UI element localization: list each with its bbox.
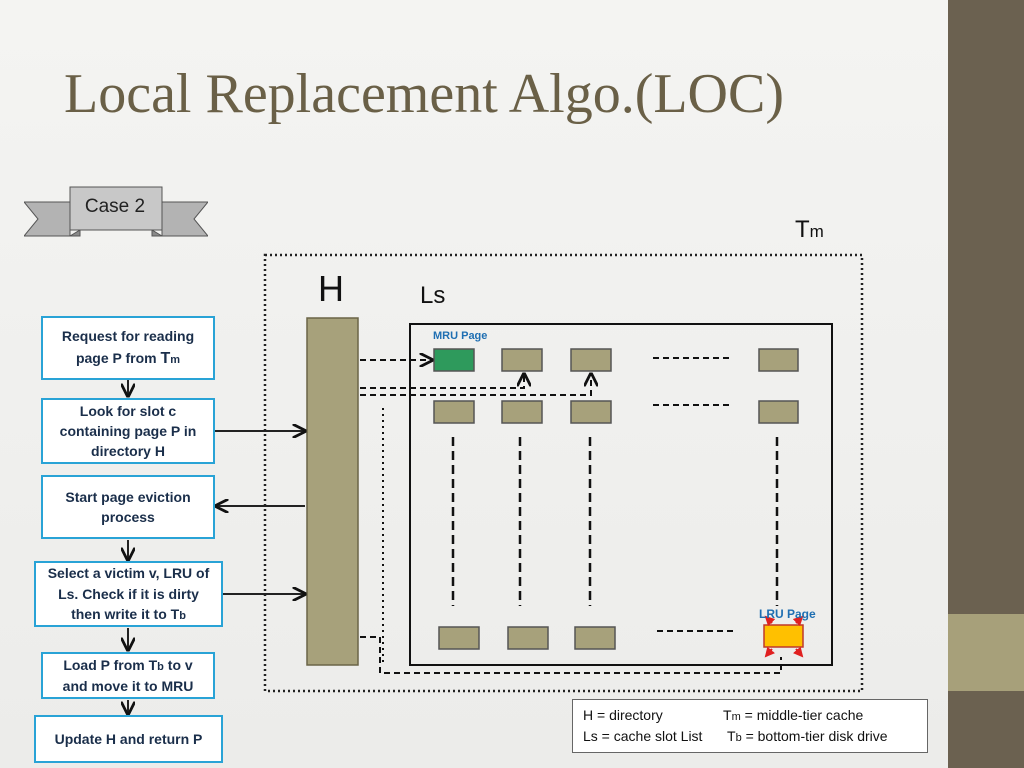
ls-label: Ls bbox=[420, 282, 446, 309]
slot-rn-c1 bbox=[438, 626, 480, 650]
side-decoration-accent bbox=[948, 614, 1024, 691]
lru-page-label: LRU Page bbox=[759, 607, 816, 621]
step-request-read: Request for reading page P from Tm bbox=[41, 316, 215, 380]
step-start-eviction: Start page eviction process bbox=[41, 475, 215, 539]
legend-box: H = directory Tm = middle-tier cache Ls … bbox=[572, 699, 928, 753]
step-select-victim: Select a victim v, LRU of Ls. Check if i… bbox=[34, 561, 223, 627]
ls-container bbox=[409, 323, 833, 666]
slot-rn-c3 bbox=[574, 626, 616, 650]
legend-h: H = directory bbox=[583, 707, 663, 723]
tm-label: Tm bbox=[795, 216, 824, 243]
step-load-page: Load P from Tb to v and move it to MRU bbox=[41, 652, 215, 699]
directory-h bbox=[306, 317, 359, 666]
slot-r1-c5 bbox=[758, 348, 799, 372]
legend-ls: Ls = cache slot List bbox=[583, 728, 703, 744]
legend-tm: Tm = middle-tier cache bbox=[723, 707, 864, 723]
slot-r2-c3 bbox=[570, 400, 612, 424]
case-label: Case 2 bbox=[84, 196, 146, 217]
tm-boundary bbox=[263, 253, 864, 693]
h-label: H bbox=[318, 268, 344, 309]
case-banner bbox=[24, 186, 208, 237]
step-lookup-slot: Look for slot c containing page P in dir… bbox=[41, 398, 215, 464]
lru-slot bbox=[763, 624, 804, 648]
step-update-h: Update H and return P bbox=[34, 715, 223, 763]
slot-r1-c2 bbox=[501, 348, 543, 372]
mru-page-label: MRU Page bbox=[433, 330, 488, 342]
slot-r2-c2 bbox=[501, 400, 543, 424]
mru-slot bbox=[433, 348, 475, 372]
slot-rn-c2 bbox=[507, 626, 549, 650]
slot-r2-c5 bbox=[758, 400, 799, 424]
slot-r2-c1 bbox=[433, 400, 475, 424]
slide-title: Local Replacement Algo.(LOC) bbox=[64, 63, 784, 125]
loc-diagram bbox=[0, 253, 864, 768]
slot-r1-c3 bbox=[570, 348, 612, 372]
legend-tb: Tb = bottom-tier disk drive bbox=[727, 728, 888, 744]
